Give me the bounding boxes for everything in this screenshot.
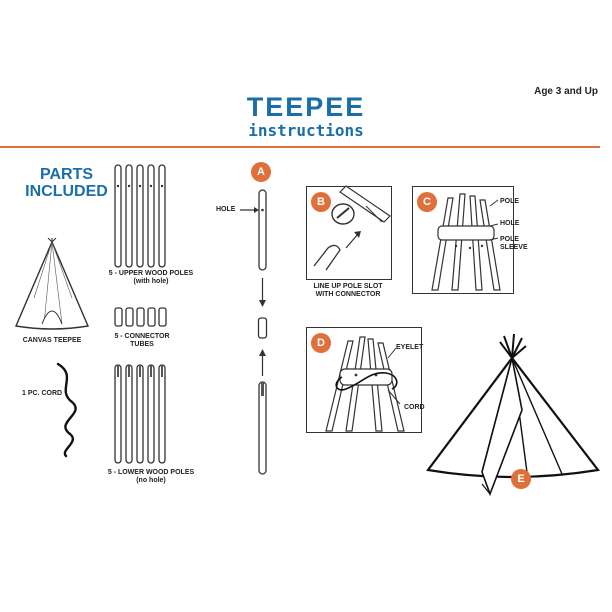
upper-wood-poles-illustration: [114, 164, 166, 268]
cord-illustration: [56, 362, 77, 458]
step-d-leaders: [387, 347, 401, 405]
step-b-slot-illustration: [313, 185, 391, 271]
upper-poles-label-line2: (with hole): [133, 278, 169, 285]
step-b-caption: LINE UP POLE SLOT WITH CONNECTOR: [296, 283, 400, 299]
hole-label: HOLE: [216, 206, 236, 213]
lower-poles-label-line2: (no hole): [136, 477, 166, 484]
step-a-assembly-illustration: [240, 189, 268, 475]
header-divider: [0, 146, 600, 148]
step-c-sleeve-illustration: [431, 193, 501, 291]
lower-wood-poles-illustration: [114, 364, 166, 464]
lower-poles-label: 5 - LOWER WOOD POLES (no hole): [96, 469, 206, 485]
cord-label: 1 PC. CORD: [22, 390, 63, 397]
lower-poles-label-line1: 5 - LOWER WOOD POLES: [107, 469, 195, 476]
step-c-sleeve-label: POLE SLEEVE: [500, 236, 528, 252]
step-d-cord-illustration: [325, 336, 405, 432]
step-e-assembled-teepee: [426, 333, 600, 497]
step-d-eyelet-label: EYELET: [396, 344, 424, 351]
step-c-badge: C: [417, 192, 437, 212]
step-b-caption-line2: WITH CONNECTOR: [315, 291, 381, 298]
parts-included-title: PARTS INCLUDED: [14, 166, 119, 200]
age-label: Age 3 and Up: [534, 86, 598, 97]
page-title: TEEPEE: [246, 92, 366, 122]
upper-poles-label-line1: 5 - UPPER WOOD POLES: [108, 270, 194, 277]
upper-poles-label: 5 - UPPER WOOD POLES (with hole): [96, 270, 206, 286]
page-subtitle: instructions: [248, 121, 364, 140]
canvas-teepee-illustration: [15, 237, 89, 330]
step-c-sleeve-line1: POLE: [500, 236, 520, 243]
step-b-badge: B: [311, 192, 331, 212]
connector-tubes-illustration: [114, 307, 167, 327]
step-b-caption-line1: LINE UP POLE SLOT: [313, 283, 383, 290]
step-a-badge: A: [251, 162, 271, 182]
parts-title-line2: INCLUDED: [25, 183, 108, 200]
step-c-pole-label: POLE: [500, 198, 520, 205]
step-d-badge: D: [311, 333, 331, 353]
parts-title-line1: PARTS: [39, 166, 94, 183]
step-c-hole-label: HOLE: [500, 220, 520, 227]
connector-label-line1: 5 - CONNECTOR: [114, 333, 170, 340]
step-c-sleeve-line2: SLEEVE: [500, 244, 528, 251]
connector-label-line2: TUBES: [130, 341, 154, 348]
canvas-teepee-label: CANVAS TEEPEE: [22, 337, 82, 344]
step-e-badge: E: [511, 469, 531, 489]
step-c-leaders: [489, 199, 499, 241]
connector-tubes-label: 5 - CONNECTOR TUBES: [96, 333, 188, 349]
step-d-cord-label: CORD: [404, 404, 425, 411]
